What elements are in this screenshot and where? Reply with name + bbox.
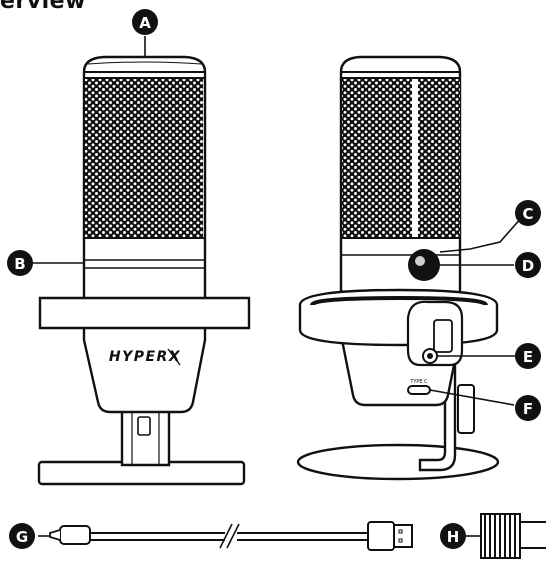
callout-badge-e: E <box>515 343 541 369</box>
callout-label: F <box>523 400 533 418</box>
callout-label: G <box>16 528 28 546</box>
callout-badge-h: H <box>440 523 466 549</box>
front-stand-neck <box>120 411 171 467</box>
front-mesh-grille <box>85 78 203 238</box>
usb-c-port <box>407 385 431 395</box>
callout-label: B <box>14 255 25 273</box>
callout-badge-g: G <box>9 523 35 549</box>
rear-mesh-grille <box>342 78 460 238</box>
section-heading: erview <box>0 0 86 14</box>
callout-label: E <box>523 348 533 366</box>
usb-port-label: TYPE C <box>409 379 428 385</box>
callout-badge-a: A <box>132 9 158 35</box>
rear-microphone: TYPE C <box>296 55 500 481</box>
front-microphone: HYPERX <box>37 55 251 486</box>
callout-badge-f: F <box>515 395 541 421</box>
callout-badge-d: D <box>515 252 541 278</box>
callout-badge-c: C <box>515 200 541 226</box>
gain-knob <box>408 249 440 281</box>
callout-label: A <box>139 14 151 32</box>
usb-cable <box>49 521 413 551</box>
callout-badge-b: B <box>7 250 33 276</box>
leader-lines <box>31 36 523 537</box>
front-mount-ring <box>38 296 251 330</box>
usb-c-connector <box>59 525 91 545</box>
mount-adapter <box>480 513 546 559</box>
callout-label: D <box>522 257 534 275</box>
front-logo: HYPERX <box>109 349 181 365</box>
callout-label: H <box>447 528 460 546</box>
usb-a-connector <box>367 521 395 551</box>
callout-label: C <box>522 205 533 223</box>
rear-base <box>296 443 500 481</box>
